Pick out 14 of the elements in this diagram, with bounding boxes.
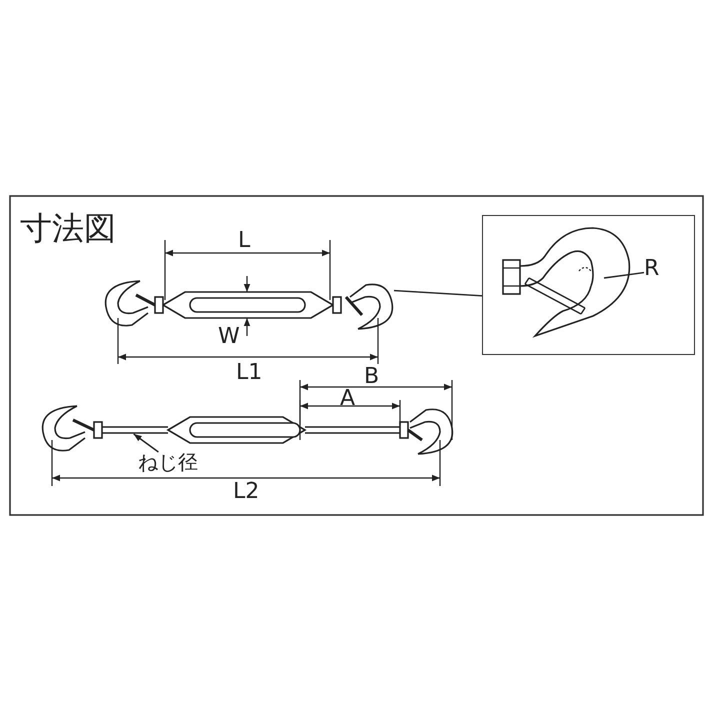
leader-line [604, 272, 644, 279]
threaded-rod [102, 426, 168, 434]
detail-view-box [482, 215, 695, 355]
dimension-label: B [364, 366, 380, 388]
leader-line [394, 290, 482, 296]
dimension-label: R [644, 258, 668, 284]
leader-arrow [133, 433, 159, 453]
dimension-label: L [238, 230, 250, 252]
dimension-label: W [218, 326, 240, 348]
dimension-label: A [340, 388, 356, 410]
dimension-label: L1 [236, 362, 262, 384]
callout-label: ねじ径 [138, 452, 200, 472]
dimension-label: L2 [233, 481, 260, 503]
diagram-title: 寸法図 [20, 212, 116, 244]
